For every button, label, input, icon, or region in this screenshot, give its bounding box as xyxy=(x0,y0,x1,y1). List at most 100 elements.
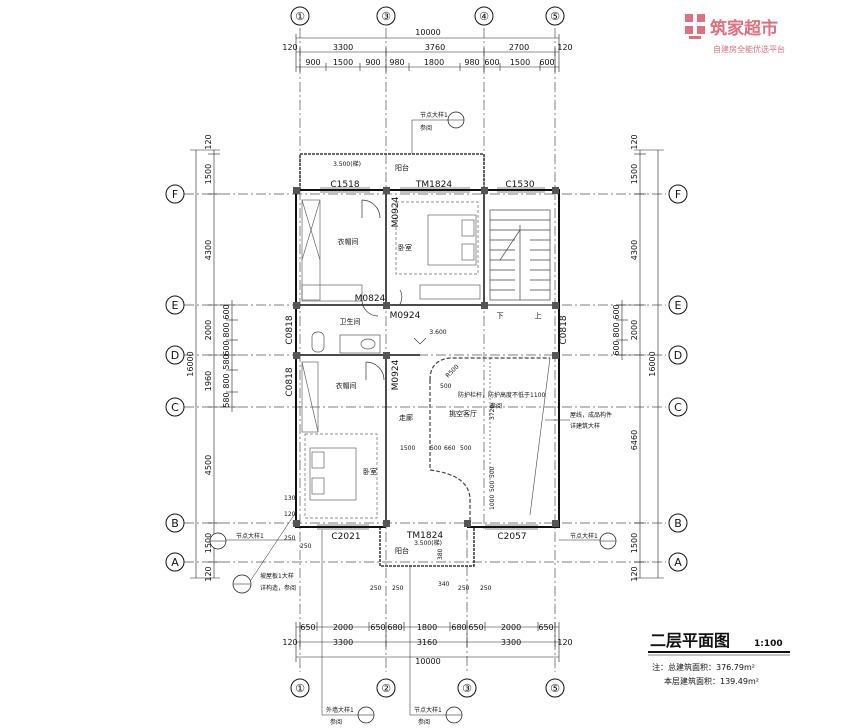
brand-mark-icon xyxy=(685,14,705,39)
svg-text:800: 800 xyxy=(222,373,231,388)
window-code: C1518 xyxy=(330,180,359,190)
axis-bottom-1: ① xyxy=(295,682,305,695)
svg-text:250: 250 xyxy=(392,585,404,592)
svg-text:4300: 4300 xyxy=(204,240,213,260)
axis-right-F: F xyxy=(675,188,681,201)
svg-text:500: 500 xyxy=(489,480,496,492)
axis-left-E: E xyxy=(172,299,179,312)
svg-text:3160: 3160 xyxy=(417,638,437,647)
callout-tag-bottom-2: 节点大样1 参阅 xyxy=(409,566,463,726)
svg-text:120: 120 xyxy=(284,511,296,518)
svg-text:16000: 16000 xyxy=(186,351,195,376)
axis-left-B: B xyxy=(171,517,179,530)
axis-bottom-4: ⑤ xyxy=(550,682,560,695)
svg-text:下: 下 xyxy=(497,312,504,320)
axis-left-A: A xyxy=(171,556,179,569)
axis-right-B: B xyxy=(674,517,682,530)
svg-text:防护栏杆，防护高度不低于1100: 防护栏杆，防护高度不低于1100 xyxy=(458,391,545,399)
svg-text:120: 120 xyxy=(282,638,297,647)
room-name: 阳台 xyxy=(395,546,409,555)
dimension-bottom-text: 650 2000 650 680 1800 680 650 2000 650 1… xyxy=(282,623,572,666)
callout-tag-top: 节点大样1 参阅 xyxy=(411,111,465,154)
brand-name: 筑家超市 xyxy=(710,18,778,39)
svg-text:800: 800 xyxy=(612,322,621,337)
axis-top-1: ① xyxy=(295,10,305,23)
axis-bubbles-left: F E D C B A xyxy=(165,184,185,572)
door-code: M0824 xyxy=(355,294,386,304)
walls xyxy=(295,153,560,567)
axis-bubbles-top: ① ③ ④ ⑤ xyxy=(290,6,565,26)
axis-right-C: C xyxy=(674,401,682,414)
svg-text:120: 120 xyxy=(630,134,639,149)
svg-text:380: 380 xyxy=(437,548,444,560)
svg-text:600: 600 xyxy=(222,340,231,355)
axis-right-E: E xyxy=(675,299,682,312)
svg-text:250: 250 xyxy=(370,585,382,592)
svg-text:坡屋板1大样: 坡屋板1大样 xyxy=(260,572,294,580)
svg-text:上: 上 xyxy=(535,311,542,320)
room-name: 卧室 xyxy=(363,467,377,476)
svg-text:节点大样1: 节点大样1 xyxy=(236,532,264,540)
svg-text:节点大样1: 节点大样1 xyxy=(570,532,598,540)
room-name: 卧室 xyxy=(398,243,412,252)
svg-text:外墙大样1: 外墙大样1 xyxy=(326,706,354,714)
axis-top-3: ④ xyxy=(479,10,489,23)
svg-text:3760: 3760 xyxy=(425,43,445,52)
svg-text:1800: 1800 xyxy=(424,58,444,67)
svg-text:250: 250 xyxy=(284,535,296,542)
door-swings xyxy=(361,199,403,381)
svg-text:参阅: 参阅 xyxy=(490,402,502,410)
room-name: 挑空客厅 xyxy=(449,409,477,418)
svg-text:500: 500 xyxy=(440,383,452,390)
window-code: C0818 xyxy=(285,367,295,396)
svg-text:500: 500 xyxy=(430,445,442,452)
svg-text:120: 120 xyxy=(204,134,213,149)
svg-text:680: 680 xyxy=(451,623,466,632)
window-marks xyxy=(317,187,545,530)
svg-text:120: 120 xyxy=(204,566,213,581)
window-code: C0818 xyxy=(559,315,569,344)
svg-text:250: 250 xyxy=(300,543,312,550)
axis-bottom-3: ③ xyxy=(462,682,472,695)
door-labels: M0924 M0824 M0924 M0924 xyxy=(355,196,421,390)
svg-text:600: 600 xyxy=(539,58,554,67)
elevation-marks: 3.500(梯) 3.600 3.500(梯) xyxy=(333,160,447,547)
svg-text:120: 120 xyxy=(630,566,639,581)
svg-text:660: 660 xyxy=(444,445,456,452)
svg-text:3.500(梯): 3.500(梯) xyxy=(333,160,361,168)
svg-text:参阅: 参阅 xyxy=(418,718,430,726)
svg-text:650: 650 xyxy=(370,623,385,632)
svg-text:250: 250 xyxy=(458,585,470,592)
window-labels: C1518 TM1824 C1530 C0818 C0818 C0818 C20… xyxy=(285,180,569,542)
dimension-top-text: 10000 120 120 3300 3760 2700 900 1500 90… xyxy=(282,28,572,67)
callout-tag-left-b: 节点大样1 xyxy=(209,532,296,550)
svg-text:600: 600 xyxy=(484,58,499,67)
svg-text:600: 600 xyxy=(612,304,621,319)
svg-text:120: 120 xyxy=(557,638,572,647)
area-note-floor: 本层建筑面积：139.49m² xyxy=(664,676,759,686)
svg-text:650: 650 xyxy=(468,623,483,632)
svg-text:2000: 2000 xyxy=(630,320,639,340)
callout-tag-left-bottom xyxy=(232,511,297,594)
svg-text:900: 900 xyxy=(305,58,320,67)
svg-text:1500: 1500 xyxy=(510,58,530,67)
svg-text:2000: 2000 xyxy=(333,623,353,632)
door-code: M0924 xyxy=(391,359,401,390)
room-name: 卫生间 xyxy=(340,317,361,326)
svg-text:2000: 2000 xyxy=(501,623,521,632)
window-code: C2021 xyxy=(331,532,360,542)
callout-tags: 节点大样1 参阅 节点大样1 节点大样1 外墙大样1 xyxy=(209,111,617,726)
svg-text:580: 580 xyxy=(222,354,231,369)
dimension-top xyxy=(295,34,560,72)
title-block: 二层平面图 1:100 注：总建筑面积：376.79m² 本层建筑面积：139.… xyxy=(648,631,790,686)
svg-text:3300: 3300 xyxy=(333,638,353,647)
svg-text:650: 650 xyxy=(300,623,315,632)
svg-text:250: 250 xyxy=(480,585,492,592)
window-code: C2057 xyxy=(497,532,526,542)
svg-text:500: 500 xyxy=(460,445,472,452)
svg-text:参阅: 参阅 xyxy=(420,124,432,132)
wardrobe-upper xyxy=(301,199,363,302)
brand-logo: 筑家超市 自建房全能优选平台 xyxy=(685,14,785,54)
svg-text:3.500(梯): 3.500(梯) xyxy=(414,539,442,547)
axis-top-2: ③ xyxy=(381,10,391,23)
